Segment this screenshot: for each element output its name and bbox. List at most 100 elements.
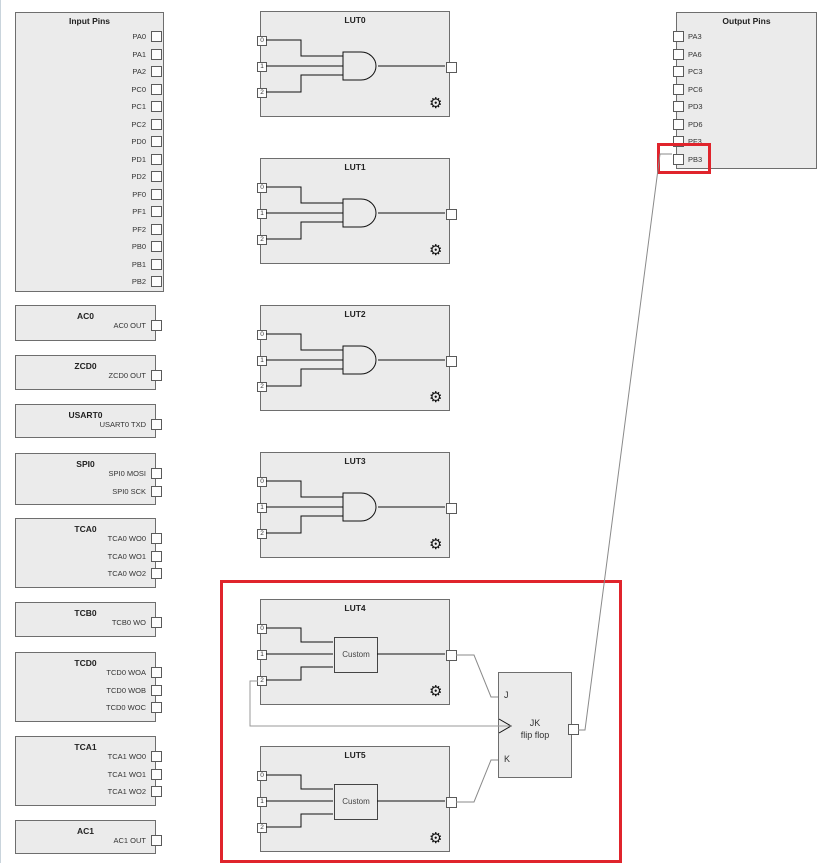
custom-logic-box[interactable]: Custom (334, 637, 378, 673)
peripheral-output-port[interactable] (151, 568, 162, 579)
output-pin-pa3-port[interactable] (673, 31, 684, 42)
output-pin-pf3-port[interactable] (673, 136, 684, 147)
lut-output-port[interactable] (446, 62, 457, 73)
input-pin-label: PC1 (131, 102, 146, 111)
input-pin-pc1-port[interactable] (151, 101, 162, 112)
input-pin-pc0-port[interactable] (151, 83, 162, 95)
input-pin-pa0-port[interactable] (151, 31, 162, 42)
lut-title: LUT2 (344, 309, 366, 319)
peripheral-output-port[interactable] (151, 370, 162, 381)
output-pin-pb3-port[interactable] (673, 153, 684, 165)
lut-input-wire (266, 774, 333, 790)
highlight-output-pin-pb3 (657, 143, 711, 174)
lut-input-0-port[interactable]: 0 (257, 624, 267, 634)
input-pin-pa2-port[interactable] (151, 66, 162, 77)
lut-input-wire (266, 368, 343, 387)
peripheral-output-port[interactable] (151, 835, 162, 846)
input-pin-pd1-port[interactable] (151, 153, 162, 165)
output-pin-pd6-port[interactable] (673, 118, 684, 130)
peripheral-output-port[interactable] (151, 684, 162, 696)
custom-logic-box[interactable]: Custom (334, 784, 378, 820)
clock-feedback-wire (249, 680, 511, 727)
flip-flop-k-label: K (504, 754, 511, 764)
peripheral-output-port[interactable] (151, 667, 162, 678)
output-pin-label: PA3 (688, 32, 702, 41)
peripheral-output-label: AC0 OUT (113, 321, 146, 330)
lut-input-2-port[interactable]: 2 (257, 235, 267, 245)
lut-title: LUT5 (344, 750, 366, 760)
gear-icon[interactable]: ⚙ (429, 389, 443, 406)
lut-input-2-port[interactable]: 2 (257, 529, 267, 539)
input-pin-pf0-port[interactable] (151, 188, 162, 200)
output-pin-pc3-port[interactable] (673, 66, 684, 77)
gear-icon[interactable]: ⚙ (429, 830, 443, 847)
lut-input-0-port[interactable]: 0 (257, 477, 267, 487)
peripheral-output-label: TCA1 WO0 (107, 752, 146, 761)
input-pin-pf1-port[interactable] (151, 206, 162, 217)
input-pin-pb0-port[interactable] (151, 241, 162, 252)
peripheral-output-port[interactable] (151, 768, 162, 780)
canvas-left-border (0, 0, 1, 863)
input-pin-label: PB1 (131, 259, 146, 269)
lut-input-1-port[interactable]: 1 (257, 503, 267, 513)
lut-input-0-port[interactable]: 0 (257, 36, 267, 46)
input-pin-label: PF2 (132, 224, 146, 234)
input-pin-pd2-port[interactable] (151, 171, 162, 182)
peripheral-output-port[interactable] (151, 533, 162, 544)
lut-input-1-port[interactable]: 1 (257, 650, 267, 660)
input-pin-pb1-port[interactable] (151, 258, 162, 270)
peripheral-output-port[interactable] (151, 468, 162, 479)
output-pin-pd3-port[interactable] (673, 101, 684, 112)
output-pin-pa6-port[interactable] (673, 48, 684, 60)
input-pins-title: Input Pins (68, 16, 111, 26)
lut-input-2-port[interactable]: 2 (257, 823, 267, 833)
lut-output-port[interactable] (446, 356, 457, 367)
input-pin-pb2-port[interactable] (151, 276, 162, 287)
lut-output-port[interactable] (446, 209, 457, 220)
output-pin-label: PC3 (688, 67, 703, 76)
lut-input-0-port[interactable]: 0 (257, 771, 267, 781)
peripheral-output-port[interactable] (151, 485, 162, 497)
lut-input-2-port[interactable]: 2 (257, 382, 267, 392)
peripheral-title: TCA0 (74, 524, 97, 534)
peripheral-output-label: TCA0 WO2 (107, 569, 146, 578)
input-pin-pd0-port[interactable] (151, 136, 162, 147)
peripheral-output-port[interactable] (151, 702, 162, 713)
gear-icon[interactable]: ⚙ (429, 95, 443, 112)
output-pin-pc6-port[interactable] (673, 83, 684, 95)
lut5-block: LUT5 0 1 2 ⚙ Custom (257, 746, 457, 852)
gear-icon[interactable]: ⚙ (429, 242, 443, 259)
peripheral-title: SPI0 (76, 459, 95, 469)
lut-input-0-port[interactable]: 0 (257, 330, 267, 340)
lut-input-2-port[interactable]: 2 (257, 88, 267, 98)
output-pin-label: PF3 (688, 137, 702, 146)
input-pin-pf2-port[interactable] (151, 223, 162, 235)
peripheral-output-port[interactable] (151, 786, 162, 797)
peripheral-output-label: TCD0 WOC (106, 703, 146, 712)
input-pin-pa1-port[interactable] (151, 48, 162, 60)
lut-input-wire (266, 39, 343, 57)
lut-input-1-port[interactable]: 1 (257, 62, 267, 72)
peripheral-output-port[interactable] (151, 751, 162, 762)
lut-input-0-port[interactable]: 0 (257, 183, 267, 193)
lut-input-1-port[interactable]: 1 (257, 356, 267, 366)
lut-output-port[interactable] (446, 503, 457, 514)
peripheral-output-port[interactable] (151, 419, 162, 430)
lut-input-1-port[interactable]: 1 (257, 797, 267, 807)
peripheral-output-port[interactable] (151, 320, 162, 331)
lut-input-1-port[interactable]: 1 (257, 209, 267, 219)
gear-icon[interactable]: ⚙ (429, 536, 443, 553)
peripheral-output-port[interactable] (151, 617, 162, 628)
lut-input-wire (266, 480, 343, 498)
input-pin-pc2-port[interactable] (151, 118, 162, 130)
q-to-pb3-wire (578, 153, 672, 731)
peripheral-output-label: TCA1 WO2 (107, 787, 146, 796)
peripheral-output-label: TCB0 WO (111, 618, 146, 627)
peripheral-output-port[interactable] (151, 550, 162, 562)
gear-icon[interactable]: ⚙ (429, 683, 443, 700)
